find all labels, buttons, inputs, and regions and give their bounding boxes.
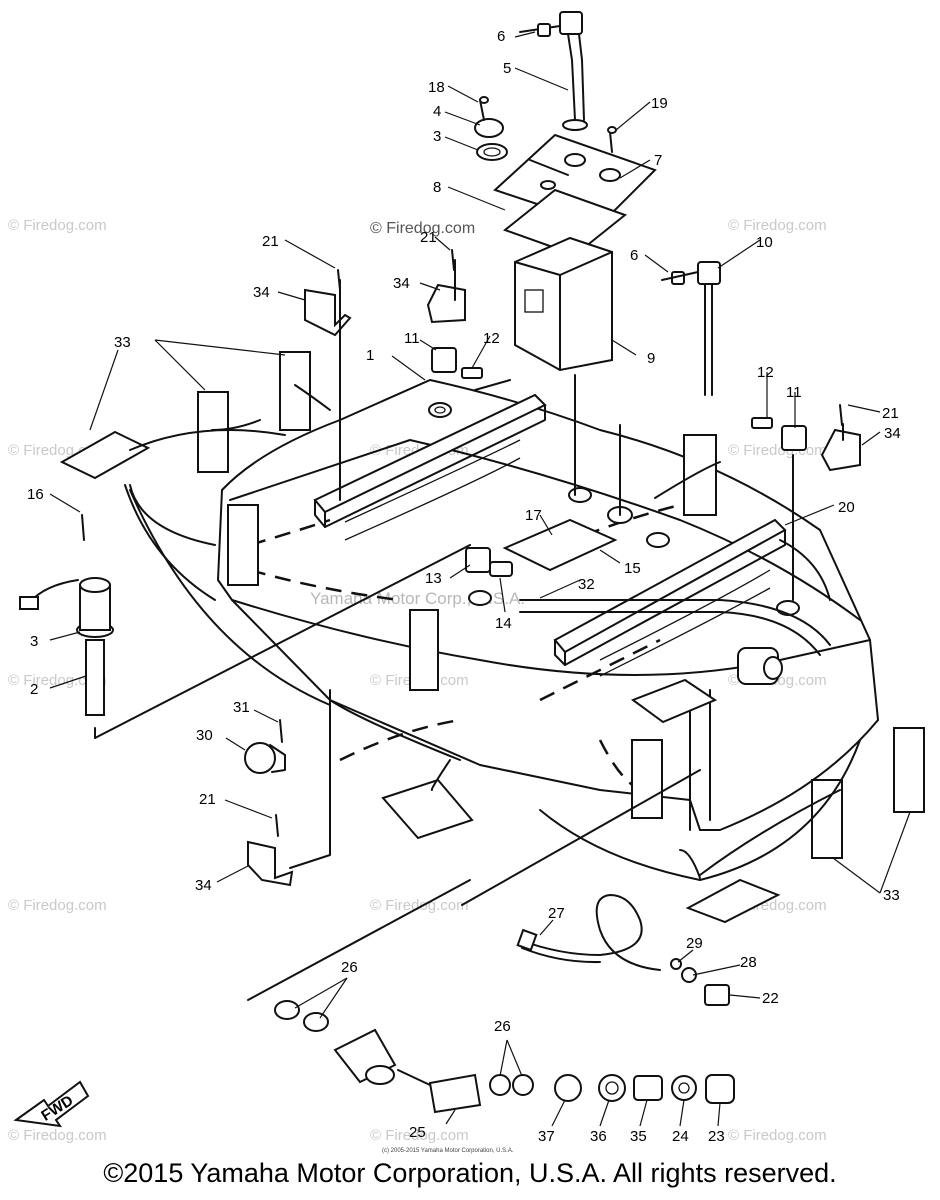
callout: 30: [196, 727, 213, 744]
watermark: © Firedog.com: [370, 1127, 469, 1144]
callout: 27: [548, 905, 565, 922]
callout: 12: [757, 364, 774, 381]
callout: 7: [654, 152, 662, 169]
callout: 29: [686, 935, 703, 952]
callout: 3: [30, 633, 38, 650]
callout: 22: [762, 990, 779, 1007]
pad: [683, 434, 717, 516]
callout: 31: [233, 699, 250, 716]
callout: 26: [494, 1018, 511, 1035]
callout: 14: [495, 615, 512, 632]
callout: 13: [425, 570, 442, 587]
callout: 17: [525, 507, 542, 524]
bracket: [304, 288, 352, 337]
callout: 21: [882, 405, 899, 422]
bracket: [820, 428, 861, 472]
callout: 25: [409, 1124, 426, 1141]
callout-leaders: [49, 31, 911, 1127]
callout: 8: [433, 179, 441, 196]
callout: 20: [838, 499, 855, 516]
cap: [244, 742, 286, 774]
callout: 33: [114, 334, 131, 351]
loose-pads: [59, 351, 925, 924]
bracket: [426, 283, 466, 324]
callout: 33: [883, 887, 900, 904]
callout: 9: [647, 350, 655, 367]
callout: 23: [708, 1128, 725, 1145]
watermarks: © Firedog.com © Firedog.com © Firedog.co…: [8, 217, 827, 1144]
sender-left: [19, 577, 114, 716]
tank-strap-left: [313, 393, 547, 541]
watermark: © Firedog.com: [370, 897, 469, 914]
callout: 18: [428, 79, 445, 96]
pad: [630, 678, 718, 724]
exploded-parts-diagram: © Firedog.com © Firedog.com © Firedog.co…: [8, 11, 925, 1154]
watermark: © Firedog.com: [8, 672, 107, 689]
callout: 21: [199, 791, 216, 808]
copyright-footer: ©2015 Yamaha Motor Corporation, U.S.A. A…: [103, 1158, 837, 1188]
callout: 11: [404, 330, 420, 347]
callout: 21: [262, 233, 279, 250]
callout: 32: [578, 576, 595, 593]
pad: [227, 504, 259, 586]
small-copyright-notice: (c) 2005-2015 Yamaha Motor Corporation, …: [382, 1148, 514, 1154]
callout: 34: [393, 275, 410, 292]
fitting-13-14: [465, 547, 513, 577]
callout: 34: [195, 877, 212, 894]
rubber-pads: [227, 434, 718, 819]
callout: 10: [756, 234, 773, 251]
callout: 1: [366, 347, 374, 364]
watermark: © Firedog.com: [728, 442, 827, 459]
callout: 21: [420, 229, 437, 246]
callout: 6: [497, 28, 505, 45]
fill-hose: [516, 894, 661, 971]
pad: [409, 609, 439, 691]
center-watermark: Yamaha Motor Corp., U.S.A.: [310, 589, 525, 608]
callout: 3: [433, 128, 441, 145]
callout: 24: [672, 1128, 689, 1145]
callout: 2: [30, 681, 38, 698]
callout: 28: [740, 954, 757, 971]
callout: 16: [27, 486, 44, 503]
fitting-right: [751, 417, 807, 451]
clamps-hose: [274, 1000, 735, 1114]
callout: 34: [253, 284, 270, 301]
callout: 12: [483, 330, 500, 347]
callout: 11: [786, 384, 802, 401]
callout: 5: [503, 60, 511, 77]
fuel-tank: [217, 379, 879, 831]
watermark: © Firedog.com: [8, 1127, 107, 1144]
callout: 26: [341, 959, 358, 976]
sender-right: [661, 261, 721, 396]
callout: 4: [433, 103, 441, 120]
sender-assembly: [81, 11, 843, 837]
callout: 19: [651, 95, 668, 112]
assembly-outlines: [94, 159, 844, 1086]
bracket: [247, 840, 294, 887]
watermark: © Firedog.com: [8, 217, 107, 234]
hose-fittings: [670, 958, 730, 1006]
watermark: © Firedog.com: [8, 897, 107, 914]
callout: 35: [630, 1128, 647, 1145]
callout: 34: [884, 425, 901, 442]
callout: 37: [538, 1128, 555, 1145]
watermark: © Firedog.com: [370, 220, 475, 237]
callout: 36: [590, 1128, 607, 1145]
assembly-arrows: [124, 379, 861, 881]
callout: 15: [624, 560, 641, 577]
fitting-left: [431, 347, 483, 379]
tank-strap-right: [553, 518, 787, 677]
watermark: © Firedog.com: [728, 1127, 827, 1144]
watermark: © Firedog.com: [728, 217, 827, 234]
callout-labels: 6 5 18 4 3 19 7 8 9 10 6 1 11 12 12 11 2…: [27, 28, 901, 1145]
callout: 6: [630, 247, 638, 264]
fwd-arrow: FWD: [13, 1080, 90, 1128]
tank-fittings: [428, 402, 831, 685]
